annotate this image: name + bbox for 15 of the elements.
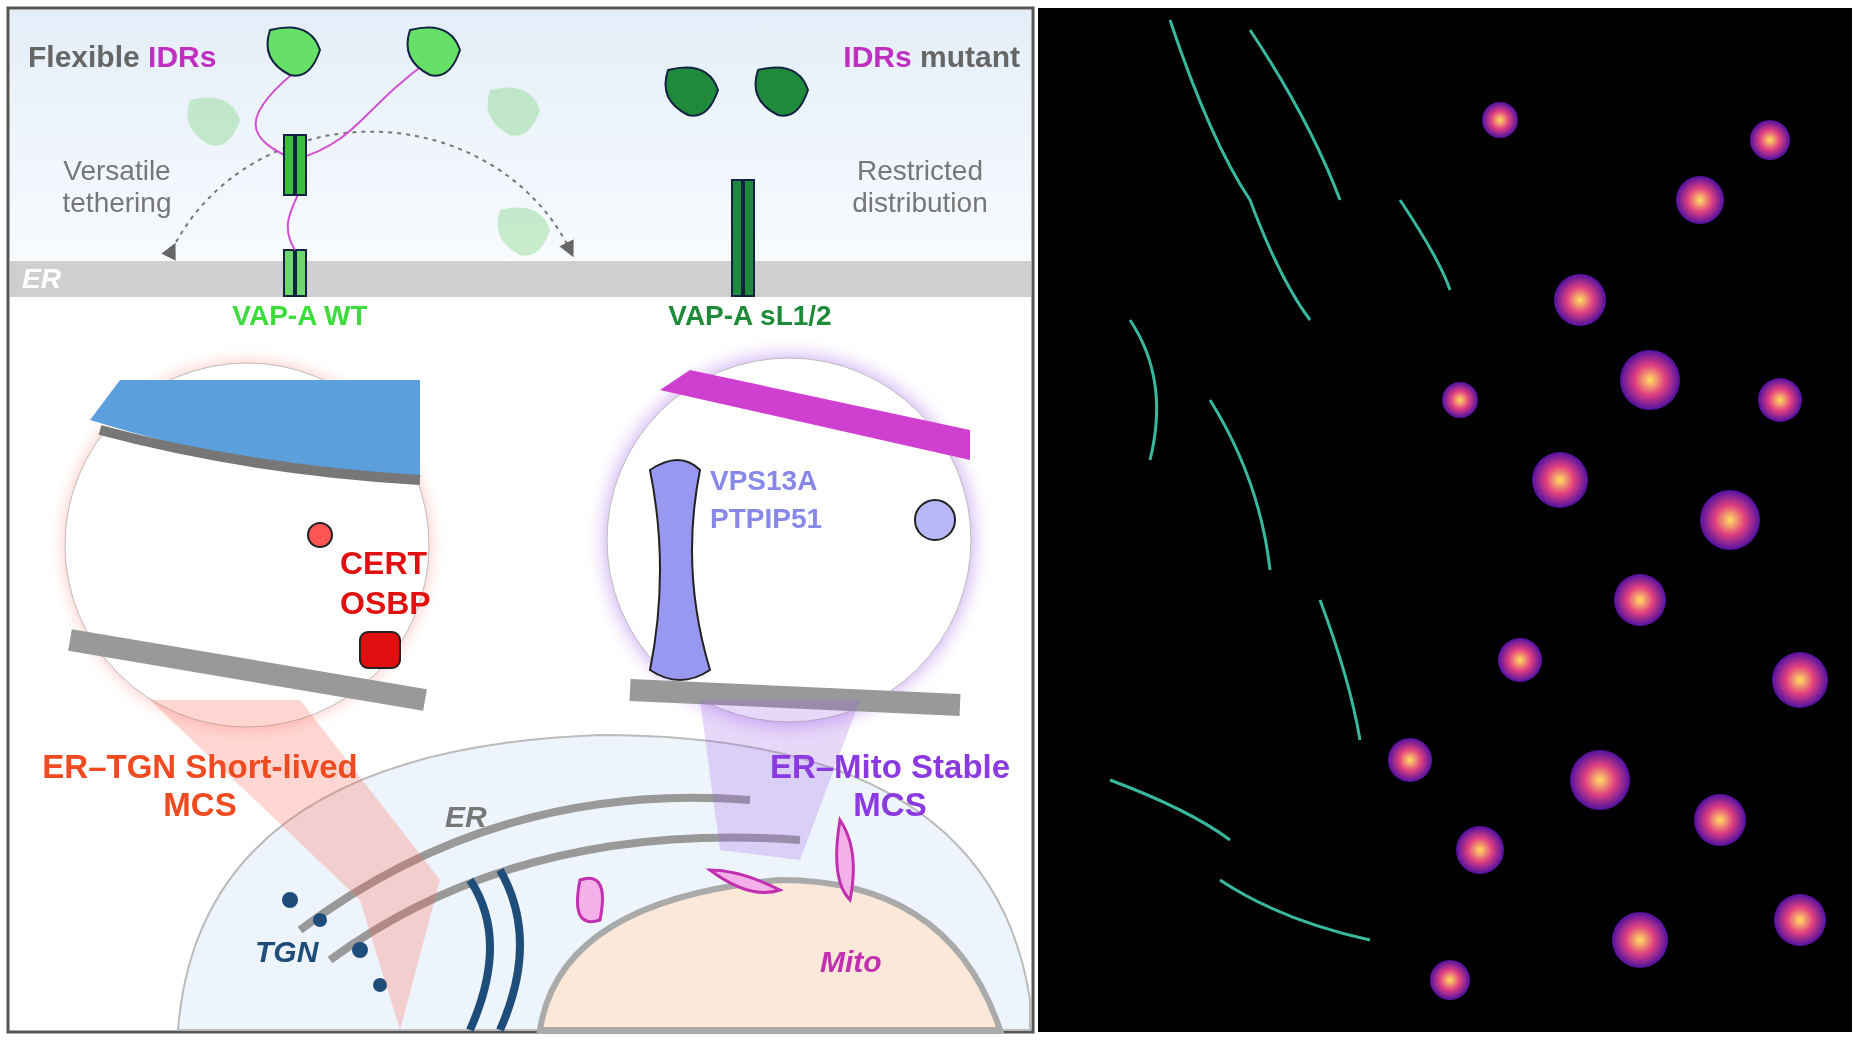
protein-label: PTPIP51 xyxy=(710,503,824,536)
heading-text: IDRs mutant xyxy=(842,40,1020,75)
protein-label: CERT xyxy=(340,545,429,582)
organelle-label: TGN xyxy=(255,935,320,970)
contact-site-label: ER–Mito Stable MCS xyxy=(768,748,1012,824)
protein-label: VAP-A WT xyxy=(231,300,369,333)
protein-label: VAP-A sL1/2 xyxy=(667,300,833,333)
annotation-text: Versatile tethering xyxy=(61,155,173,220)
protein-label: OSBP xyxy=(340,585,432,622)
heading-text: Flexible IDRs xyxy=(28,40,218,75)
contact-site-label: ER–TGN Short-lived MCS xyxy=(41,748,359,824)
protein-label: VPS13A xyxy=(710,465,819,498)
organelle-label: Mito xyxy=(820,945,883,980)
annotation-text: Restricted distribution xyxy=(851,155,989,220)
organelle-label: ER xyxy=(445,800,488,835)
